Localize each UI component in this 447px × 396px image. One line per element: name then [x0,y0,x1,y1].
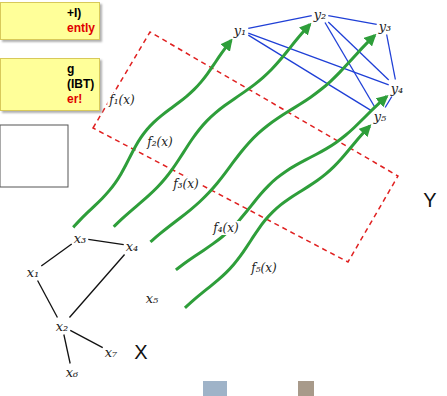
note-box [0,125,68,187]
mapping-label: f₄(x) [211,221,240,235]
graph-ellipse: Xx₁ x₂ x₃ x₄ x₅ x₆ x₇ [5,225,185,385]
mapping-arrow [114,25,310,227]
graph-vertex: x₃ [73,231,88,246]
graph-vertex: x₂ [55,319,70,334]
graph-edge [38,281,58,318]
graph-edge [248,16,311,29]
graph-vertex: x₅ [145,291,160,306]
graph-edge [70,330,102,347]
graph-ellipse: Yy₁y₂y₃y₄y₅ [208,0,444,134]
set-name: X [134,341,147,363]
set-region [208,0,444,134]
graph-vertex: y₂ [313,7,328,22]
callout-box: g (IBT)er! [0,58,100,111]
graph-vertex: x₇ [104,345,119,360]
set-name-holder: Y [423,189,436,212]
logo [298,381,314,396]
callout-text: g (IBT) [67,62,95,92]
callout-box: +I)ently [0,2,100,40]
variable-label: x₇ [105,345,118,360]
variable-label: x₅ [146,291,159,306]
graph-edge [88,239,123,244]
set-name: Y [423,189,436,211]
callout-text: ently [67,21,95,36]
graph-vertex: x₁ [26,265,41,280]
mapping-label: f₂(x) [145,135,174,149]
variable-label: y₂ [314,7,327,22]
variable-label: x₆ [66,365,79,380]
set-region [5,225,185,385]
graph-edge [41,244,71,266]
set-name-holder: X [134,341,147,364]
mapping-arrow [185,126,370,308]
variable-label: x₄ [126,239,139,254]
graph-edge [328,16,376,25]
variable-label: x₃ [74,231,87,246]
graph-vertex: y₁ [233,23,248,38]
mapping-arrow [176,96,387,269]
graph-vertex: y₃ [378,19,393,34]
logo [203,381,227,396]
graph-vertex: y₅ [373,109,388,124]
callout-text: +I) [67,6,95,21]
variable-label: y₄ [391,81,404,96]
graph-edge [325,23,375,108]
mapping-label: f₅(x) [249,261,278,275]
mapping-label: f₃(x) [171,177,200,191]
variable-label: x₂ [56,319,69,334]
graph-vertex: x₄ [125,239,140,254]
variable-label: x₁ [27,265,40,280]
variable-label: y₃ [379,19,392,34]
graph-vertex: y₄ [390,81,405,96]
callout-text: er! [67,92,95,107]
graph-vertex: x₆ [65,365,80,380]
variable-label: y₅ [374,109,387,124]
graph-edge [64,335,70,364]
variable-label: y₁ [234,23,247,38]
graph-edge [69,255,124,318]
graph-edge [387,35,396,80]
mapping-label: f₁(x) [107,93,136,107]
